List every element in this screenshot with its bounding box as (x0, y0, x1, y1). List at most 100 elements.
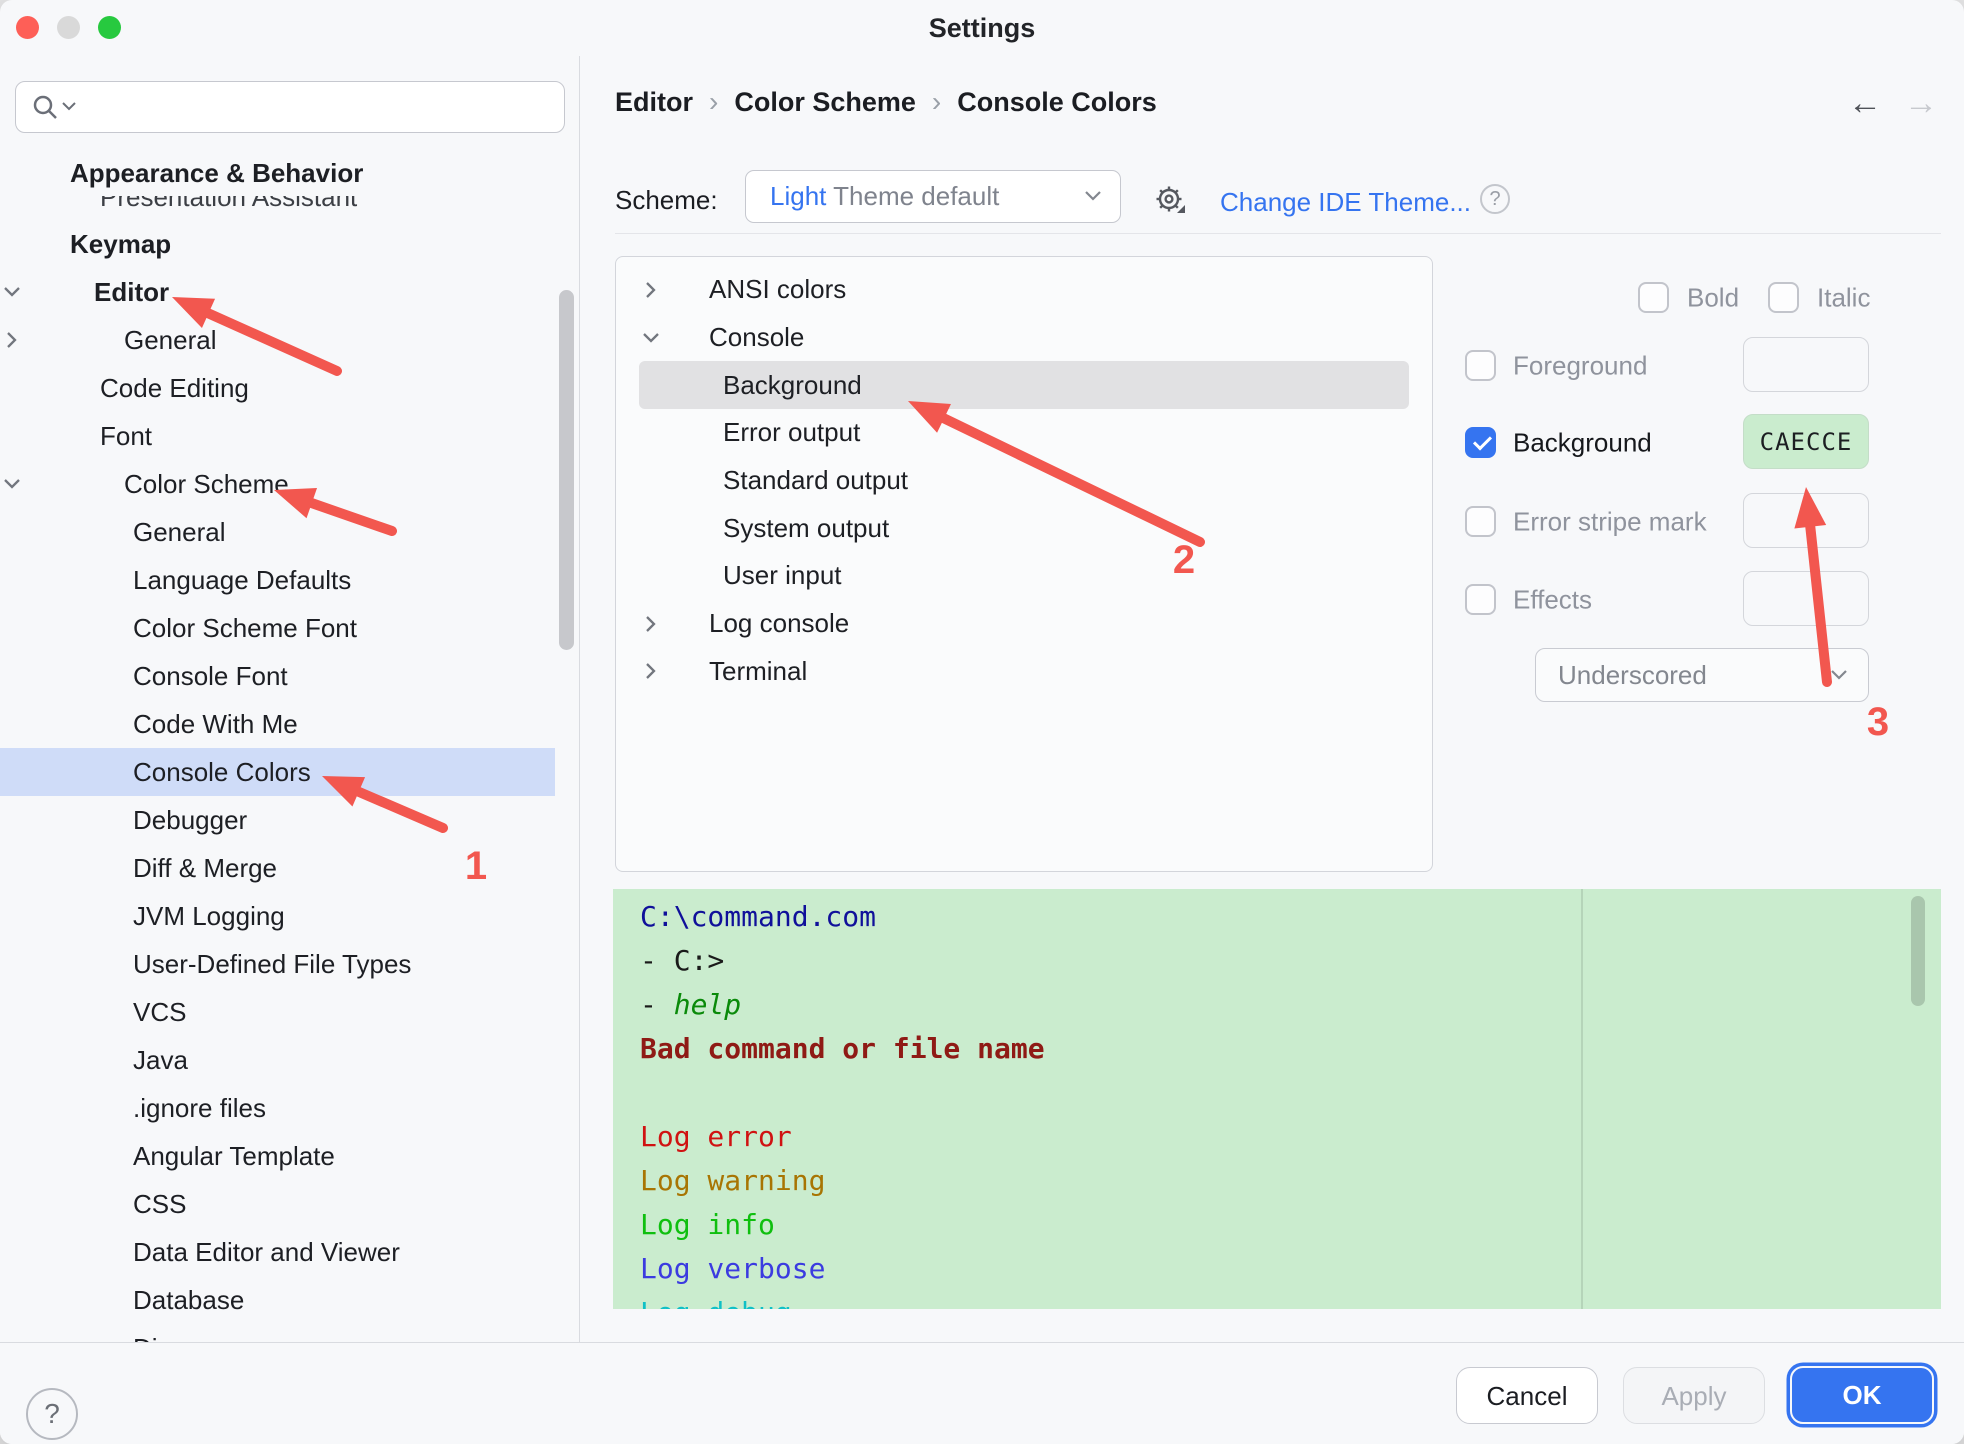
sidebar-item-label: Appearance & Behavior (70, 158, 364, 188)
sidebar-item-angular-template[interactable]: Angular Template (0, 1132, 579, 1180)
sidebar-item-color-scheme-font[interactable]: Color Scheme Font (0, 604, 579, 652)
sidebar-scrollbar[interactable] (559, 290, 574, 650)
breadcrumb-segment: Console Colors (957, 86, 1157, 117)
sidebar-item-label: User-Defined File Types (133, 948, 412, 979)
sidebar-item-diagrams[interactable]: Diagrams (0, 1324, 579, 1343)
sidebar-item-label: Diff & Merge (133, 852, 278, 883)
sidebar-item--ignore-files[interactable]: .ignore files (0, 1084, 579, 1132)
sidebar-item-code-with-me[interactable]: Code With Me (0, 700, 579, 748)
sidebar-item-label: Editor (94, 276, 170, 307)
breadcrumb-segment[interactable]: Editor (615, 86, 693, 117)
tree-item-label: Error output (723, 417, 861, 448)
breadcrumb-segment[interactable]: Color Scheme (734, 86, 916, 117)
search-icon (33, 95, 76, 119)
sidebar-item-debugger[interactable]: Debugger (0, 796, 579, 844)
ok-button[interactable]: OK (1790, 1366, 1934, 1424)
sidebar-item-java[interactable]: Java (0, 1036, 579, 1084)
chevron-down-icon[interactable] (0, 280, 24, 304)
foreground-swatch[interactable] (1743, 337, 1869, 392)
chevron-right-icon[interactable] (639, 659, 663, 683)
console-text-segment: C:\command.com (640, 900, 877, 933)
title-bar: Settings (0, 0, 1964, 56)
console-preview-line: Log debug (640, 1291, 1941, 1309)
sidebar-item-diff-merge[interactable]: Diff & Merge (0, 844, 579, 892)
error-stripe-swatch[interactable] (1743, 493, 1869, 548)
sidebar-item-data-editor-and-viewer[interactable]: Data Editor and Viewer (0, 1228, 579, 1276)
sidebar-item-appearance-behavior[interactable]: Appearance & Behavior (0, 151, 579, 196)
tree-item-standard-output[interactable]: Standard output (639, 457, 1409, 505)
sidebar-item-label: Java (133, 1044, 188, 1075)
cancel-button[interactable]: Cancel (1456, 1367, 1598, 1424)
background-swatch[interactable]: CAECCE (1743, 414, 1869, 469)
sidebar-item-console-font[interactable]: Console Font (0, 652, 579, 700)
tree-item-background[interactable]: Background (639, 361, 1409, 410)
chevron-right-icon[interactable] (0, 328, 24, 352)
sidebar-item-label: Color Scheme Font (133, 612, 357, 643)
sidebar-item-general[interactable]: General (0, 316, 579, 364)
sidebar-item-color-scheme[interactable]: Color Scheme (0, 460, 579, 508)
italic-label: Italic (1817, 282, 1871, 313)
search-input[interactable] (92, 86, 554, 128)
console-text-segment: Log info (640, 1208, 775, 1241)
sidebar-item-presentation-assistant[interactable]: Presentation Assistant (0, 196, 579, 220)
tree-item-label: Console (709, 322, 805, 353)
tree-item-system-output[interactable]: System output (639, 504, 1409, 552)
chevron-down-icon[interactable] (0, 472, 24, 496)
minimize-button[interactable] (57, 16, 80, 39)
divider (615, 233, 1941, 234)
breadcrumb-separator: › (709, 86, 719, 117)
sidebar-item-jvm-logging[interactable]: JVM Logging (0, 892, 579, 940)
tree-item-user-input[interactable]: User input (639, 552, 1409, 600)
window-title: Settings (928, 13, 1036, 43)
sidebar-item-label: VCS (133, 996, 187, 1027)
tree-item-ansi-colors[interactable]: ANSI colors (639, 266, 1409, 314)
gear-icon[interactable] (1152, 182, 1192, 222)
apply-button[interactable]: Apply (1623, 1367, 1765, 1424)
margin-guide (1581, 889, 1583, 1309)
sidebar-item-font[interactable]: Font (0, 412, 579, 460)
sidebar-item-database[interactable]: Database (0, 1276, 579, 1324)
tree-item-terminal[interactable]: Terminal (639, 648, 1409, 696)
close-button[interactable] (16, 16, 39, 39)
sidebar-item-language-defaults[interactable]: Language Defaults (0, 556, 579, 604)
tree-item-error-output[interactable]: Error output (639, 409, 1409, 457)
effect-style-dropdown[interactable]: Underscored (1535, 648, 1869, 702)
bold-checkbox[interactable] (1638, 282, 1669, 313)
scheme-dropdown[interactable]: Light Theme default (745, 170, 1121, 223)
back-arrow-icon[interactable]: ← (1848, 84, 1882, 122)
help-button[interactable]: ? (26, 1388, 78, 1440)
sidebar-item-keymap[interactable]: Keymap (0, 220, 579, 268)
sidebar-item-label: Angular Template (133, 1140, 335, 1171)
sidebar-item-css[interactable]: CSS (0, 1180, 579, 1228)
sidebar-item-console-colors[interactable]: Console Colors (0, 748, 555, 796)
console-text-segment: Bad command or file name (640, 1032, 1045, 1065)
console-text-segment: Log error (640, 1120, 792, 1153)
console-preview-line: Log error (640, 1115, 1941, 1159)
tree-item-log-console[interactable]: Log console (639, 600, 1409, 648)
tree-item-console[interactable]: Console (639, 314, 1409, 362)
sidebar-item-vcs[interactable]: VCS (0, 988, 579, 1036)
sidebar-item-general[interactable]: General (0, 508, 579, 556)
effects-swatch[interactable] (1743, 571, 1869, 626)
search-box[interactable] (15, 81, 565, 133)
italic-checkbox[interactable] (1768, 282, 1799, 313)
chevron-right-icon[interactable] (639, 612, 663, 636)
error-stripe-checkbox[interactable] (1465, 506, 1496, 537)
sidebar-item-code-editing[interactable]: Code Editing (0, 364, 579, 412)
change-ide-theme-link[interactable]: Change IDE Theme... (1220, 187, 1471, 217)
sidebar-item-user-defined-file-types[interactable]: User-Defined File Types (0, 940, 579, 988)
effects-checkbox[interactable] (1465, 584, 1496, 615)
background-checkbox[interactable] (1465, 427, 1496, 458)
sidebar-item-label: JVM Logging (133, 900, 285, 931)
foreground-checkbox[interactable] (1465, 350, 1496, 381)
preview-scrollbar[interactable] (1911, 896, 1925, 1006)
console-text-segment: - C:> (640, 944, 725, 977)
chevron-right-icon[interactable] (639, 278, 663, 302)
zoom-button[interactable] (98, 16, 121, 39)
console-preview-line: - help (640, 983, 1941, 1027)
chevron-down-icon[interactable] (639, 326, 663, 350)
sidebar-item-label: Console Font (133, 660, 288, 691)
sidebar-item-editor[interactable]: Editor (0, 268, 579, 316)
help-icon[interactable]: ? (1480, 184, 1510, 214)
chevron-down-icon (1085, 191, 1101, 201)
